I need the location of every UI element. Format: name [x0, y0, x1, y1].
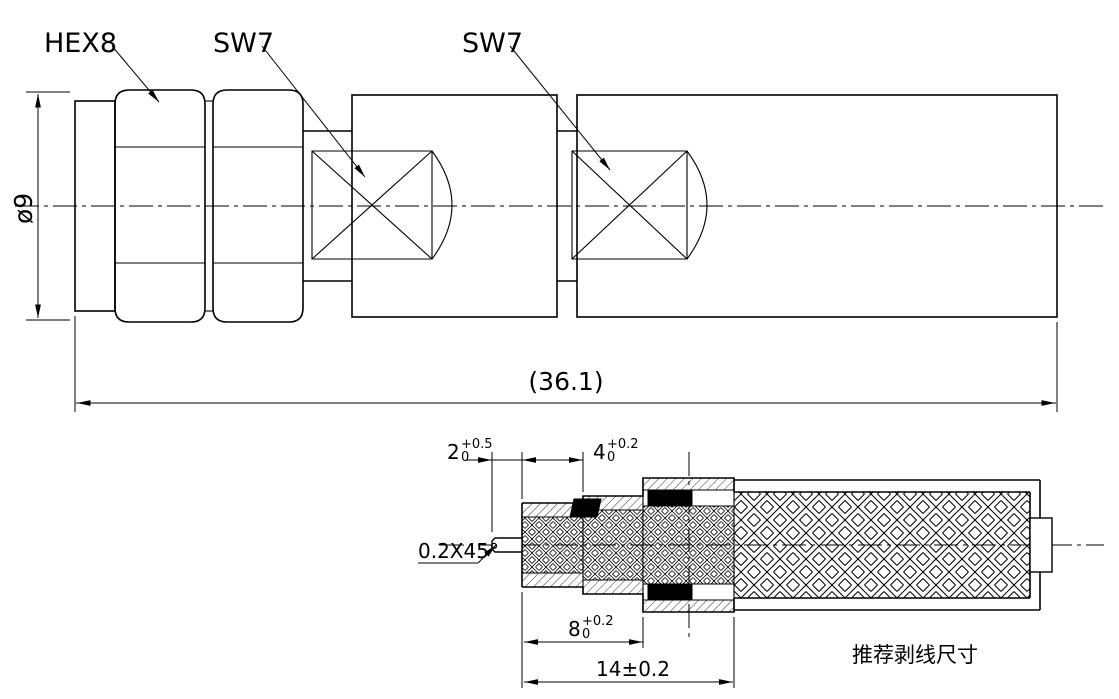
body-section-2 [576, 94, 1058, 318]
side-view: ø9 (36.1) HEX8 SW7 SW7 [9, 28, 1105, 412]
dim-diameter: ø9 [9, 91, 70, 321]
body-section-1 [351, 94, 558, 318]
seal-gasket-2-top [647, 489, 693, 507]
dim2-tol-lower: 0 [461, 450, 469, 465]
shell-hatch-bottom-2 [583, 580, 643, 594]
crimp-shell-bottom [643, 600, 734, 612]
shell-hatch-bottom-1 [522, 573, 583, 587]
dim8-value: 8 [568, 617, 581, 641]
connector-outline [74, 89, 1058, 323]
dim8-tol-lower: 0 [582, 627, 590, 642]
hex8-label-text: HEX8 [44, 28, 117, 59]
section-outlines [491, 477, 1053, 613]
wrench-flat-marker-2 [571, 150, 708, 260]
dim-braid-length: 8 +0.2 0 [521, 592, 644, 688]
seal-gasket-1 [569, 498, 602, 518]
strip-section-view: 2 +0.5 0 4 +0.2 0 0.2X45° 8 +0.2 0 [418, 437, 1104, 688]
crimp-core-weave [643, 506, 734, 584]
strip-note-text: 推荐剥线尺寸 [852, 643, 978, 667]
pin-chamfer-callout: 0.2X45° [418, 539, 499, 564]
sw7-2-leader-line [509, 45, 611, 171]
overall-length-dim-text: (36.1) [528, 367, 603, 396]
sw7-1-label-text: SW7 [213, 28, 274, 59]
hex8-leader-line [111, 45, 160, 103]
braid-weave [734, 492, 1030, 598]
dim-jacket-strip: 14±0.2 [524, 617, 735, 688]
seal-gasket-2-bottom [647, 583, 693, 601]
crimp-shell-top [643, 478, 734, 490]
dielectric-section-1 [522, 517, 583, 573]
dim2-tol-upper: +0.5 [461, 437, 493, 452]
dim14-text: 14±0.2 [596, 657, 670, 681]
label-hex8: HEX8 [44, 28, 160, 103]
wrench-flat-marker-1 [311, 150, 453, 260]
label-sw7-1: SW7 [213, 28, 366, 178]
hex-nut-segment-1 [114, 89, 206, 323]
label-sw7-2: SW7 [462, 28, 611, 171]
dim4-tol-lower: 0 [607, 450, 615, 465]
dim-pin-exposed: 2 +0.5 0 [447, 437, 583, 532]
dim4-value: 4 [593, 440, 606, 464]
chamfer-leader-line [477, 544, 497, 564]
dim4-tol-upper: +0.2 [607, 437, 639, 452]
sw7-1-leader-line [261, 45, 366, 178]
shell-hatch-top-1 [522, 503, 583, 517]
diameter-dim-text: ø9 [9, 193, 38, 224]
cable-core-end [1029, 517, 1053, 573]
sw7-2-label-text: SW7 [462, 28, 523, 59]
dielectric-section-2 [583, 510, 643, 580]
dim2-value: 2 [447, 440, 460, 464]
hex-nut-segment-2 [212, 89, 304, 323]
dim-overall-length: (36.1) [74, 316, 1058, 412]
section-fills [522, 478, 1030, 612]
dim-dielectric-exposed: 4 +0.2 0 [560, 437, 639, 492]
chamfer-text: 0.2X45° [418, 539, 499, 563]
dim8-tol-upper: +0.2 [582, 614, 614, 629]
